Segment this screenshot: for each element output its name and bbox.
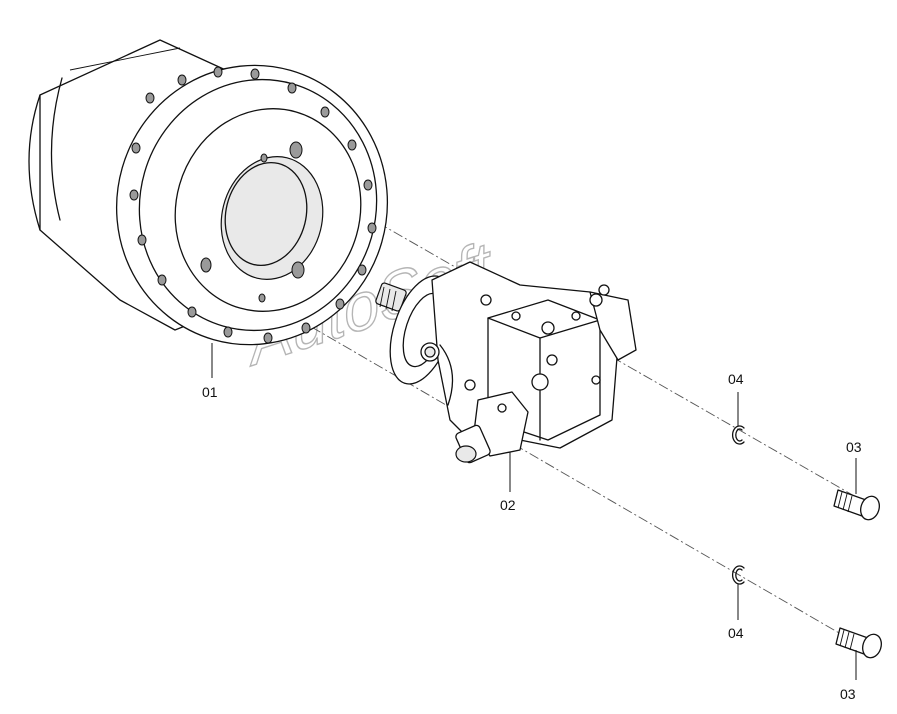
- bolt-upper-head: [860, 495, 880, 521]
- motor-port-screw: [598, 284, 610, 296]
- motor-port: [541, 321, 555, 335]
- bolt-hole: [301, 322, 311, 334]
- callout-leaders: [211, 343, 857, 680]
- washer-upper: [732, 425, 745, 445]
- bolt-hole: [145, 92, 155, 104]
- bolt-thread: [837, 491, 843, 509]
- motor-port: [546, 354, 558, 366]
- bolt-thread: [847, 495, 853, 513]
- washer-lower: [732, 565, 745, 585]
- callout-housing: 01: [202, 384, 218, 400]
- bolt-lower: [835, 627, 882, 659]
- bolt-hole: [250, 68, 260, 80]
- bolt-hole: [357, 264, 367, 276]
- motor-port: [480, 294, 492, 306]
- mount-hole: [200, 257, 212, 273]
- bolt-lower-head: [862, 633, 882, 659]
- callout-washer-upper: 04: [728, 371, 744, 387]
- bolt-thread: [839, 629, 845, 647]
- hydraulic-travel-motor: [375, 261, 637, 464]
- bolt-thread: [849, 633, 855, 651]
- housing-drum-top-line: [69, 47, 181, 71]
- housing-bore-inner: [224, 161, 308, 267]
- motor-port: [591, 375, 601, 385]
- mount-hole: [289, 141, 303, 159]
- washer-lower-inner: [735, 568, 743, 582]
- bolt-hole: [187, 306, 197, 318]
- callout-bolt-lower: 03: [840, 686, 856, 702]
- bolt-hole: [177, 74, 187, 86]
- bolt-hole: [335, 298, 345, 310]
- bolt-hole: [137, 234, 147, 246]
- callout-bolt-upper: 03: [846, 439, 862, 455]
- bolt-thread: [842, 493, 848, 511]
- motor-port: [589, 293, 603, 307]
- housing-drum-back-edge: [28, 94, 41, 231]
- motor-port: [464, 379, 476, 391]
- mount-hole-small: [260, 153, 268, 163]
- bolt-thread: [844, 631, 850, 649]
- housing-motor-mount-holes: [200, 141, 305, 303]
- motor-port: [497, 403, 507, 413]
- bolt-hole: [287, 82, 297, 94]
- bolt-hole: [213, 66, 223, 78]
- bolt-hole: [223, 326, 233, 338]
- motor-drain-tube: [439, 344, 454, 406]
- callout-motor: 02: [500, 497, 516, 513]
- bolt-hole: [263, 332, 273, 344]
- motor-port: [511, 311, 521, 321]
- spline-line: [391, 290, 397, 312]
- bolt-hole: [129, 189, 139, 201]
- housing-center-bore: [220, 156, 324, 280]
- mount-hole-small: [258, 293, 266, 303]
- motor-control-housing: [589, 291, 637, 361]
- callout-washer-lower: 04: [728, 625, 744, 641]
- bolt-upper: [833, 489, 880, 521]
- spline-line: [385, 288, 391, 310]
- housing-drum-back-rim: [50, 77, 63, 221]
- bolt-hole: [320, 106, 330, 118]
- housing-bolt-holes: [129, 66, 377, 344]
- bolt-hole: [157, 274, 167, 286]
- mount-hole: [291, 261, 305, 279]
- motor-ports: [420, 284, 610, 413]
- retaining-washers: [732, 425, 745, 585]
- motor-port: [571, 311, 581, 321]
- motor-port-plug-center: [424, 346, 436, 358]
- bolt-hole: [363, 179, 373, 191]
- mounting-bolts: [833, 489, 882, 659]
- motor-port: [531, 373, 549, 391]
- callout-labels: 01 02 04 04 03 03: [202, 371, 862, 702]
- lower-center-line: [264, 299, 866, 649]
- bolt-hole: [131, 142, 141, 154]
- washer-upper-inner: [735, 428, 743, 442]
- fitting-cap: [455, 445, 477, 463]
- spline-line: [379, 286, 385, 308]
- bolt-hole: [347, 139, 357, 151]
- bolt-hole: [367, 222, 377, 234]
- final-drive-housing: [28, 39, 389, 346]
